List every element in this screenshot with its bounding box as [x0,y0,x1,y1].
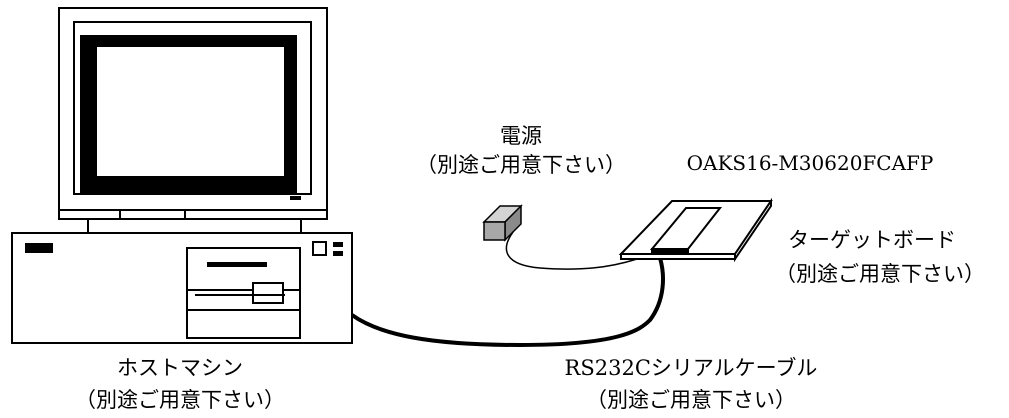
target-board-label: ターゲットボード [788,228,956,252]
board-model-label: OAKS16-M30620FCAFP [686,151,934,175]
power-cable [505,231,641,270]
power-supply-icon [482,204,523,242]
target-board-note: （別途ご用意下さい） [775,262,985,286]
target-board-icon [618,197,773,263]
power-note: （別途ご用意下さい） [416,153,626,177]
host-machine-label: ホストマシン [117,356,243,380]
serial-cable [350,257,665,348]
serial-cable-label: RS232Cシリアルケーブル [564,356,818,380]
serial-cable-note: （別途ご用意下さい） [586,388,796,412]
power-label: 電源 [500,124,542,148]
host-computer-icon [11,232,353,344]
host-machine-note: （別途ご用意下さい） [75,388,285,412]
monitor-icon [58,7,328,234]
